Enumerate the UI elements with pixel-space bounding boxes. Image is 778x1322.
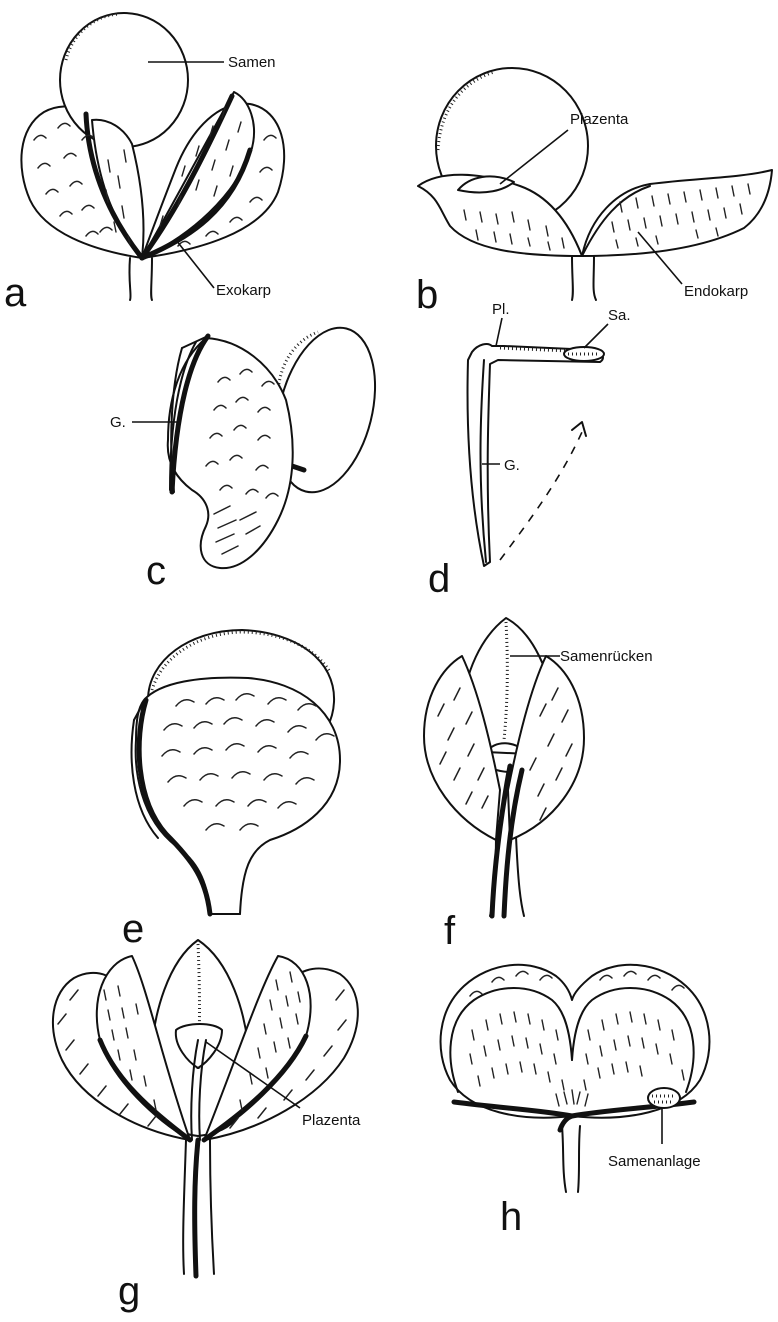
- panel-h: Samenanlage h: [441, 965, 710, 1239]
- panel-h-ovule: [648, 1088, 680, 1108]
- panel-a-seed: [60, 13, 188, 147]
- panel-e: e: [122, 630, 340, 951]
- panel-letter-f: f: [444, 909, 456, 953]
- label-samenruecken: Samenrücken: [560, 648, 653, 665]
- panel-letter-h: h: [500, 1195, 522, 1239]
- label-endokarp: Endokarp: [684, 283, 748, 300]
- label-g-c: G.: [110, 414, 126, 431]
- label-plazenta-b: Plazenta: [570, 111, 629, 128]
- panel-c: G. c: [110, 317, 391, 593]
- label-samen: Samen: [228, 54, 276, 71]
- panel-letter-b: b: [416, 273, 438, 317]
- label-g-d: G.: [504, 457, 520, 474]
- panel-letter-d: d: [428, 557, 450, 601]
- panel-g: Plazenta g: [53, 940, 361, 1313]
- panel-a: Samen Exokarp a: [4, 13, 284, 315]
- panel-f: Samenrücken f: [424, 618, 653, 953]
- panel-letter-e: e: [122, 907, 144, 951]
- panel-d-carpel: [468, 344, 603, 566]
- panel-c-fruit: [168, 338, 293, 568]
- panel-e-fruit: [136, 678, 340, 914]
- panel-d: Pl. Sa. G. d: [428, 301, 631, 601]
- label-pl: Pl.: [492, 301, 510, 318]
- label-samenanlage: Samenanlage: [608, 1153, 701, 1170]
- panel-letter-a: a: [4, 271, 27, 315]
- label-sa: Sa.: [608, 307, 631, 324]
- panel-letter-c: c: [146, 549, 166, 593]
- label-plazenta-g: Plazenta: [302, 1112, 361, 1129]
- panel-b: Plazenta Endokarp b: [416, 68, 772, 317]
- panel-letter-g: g: [118, 1269, 140, 1313]
- label-exokarp: Exokarp: [216, 282, 271, 299]
